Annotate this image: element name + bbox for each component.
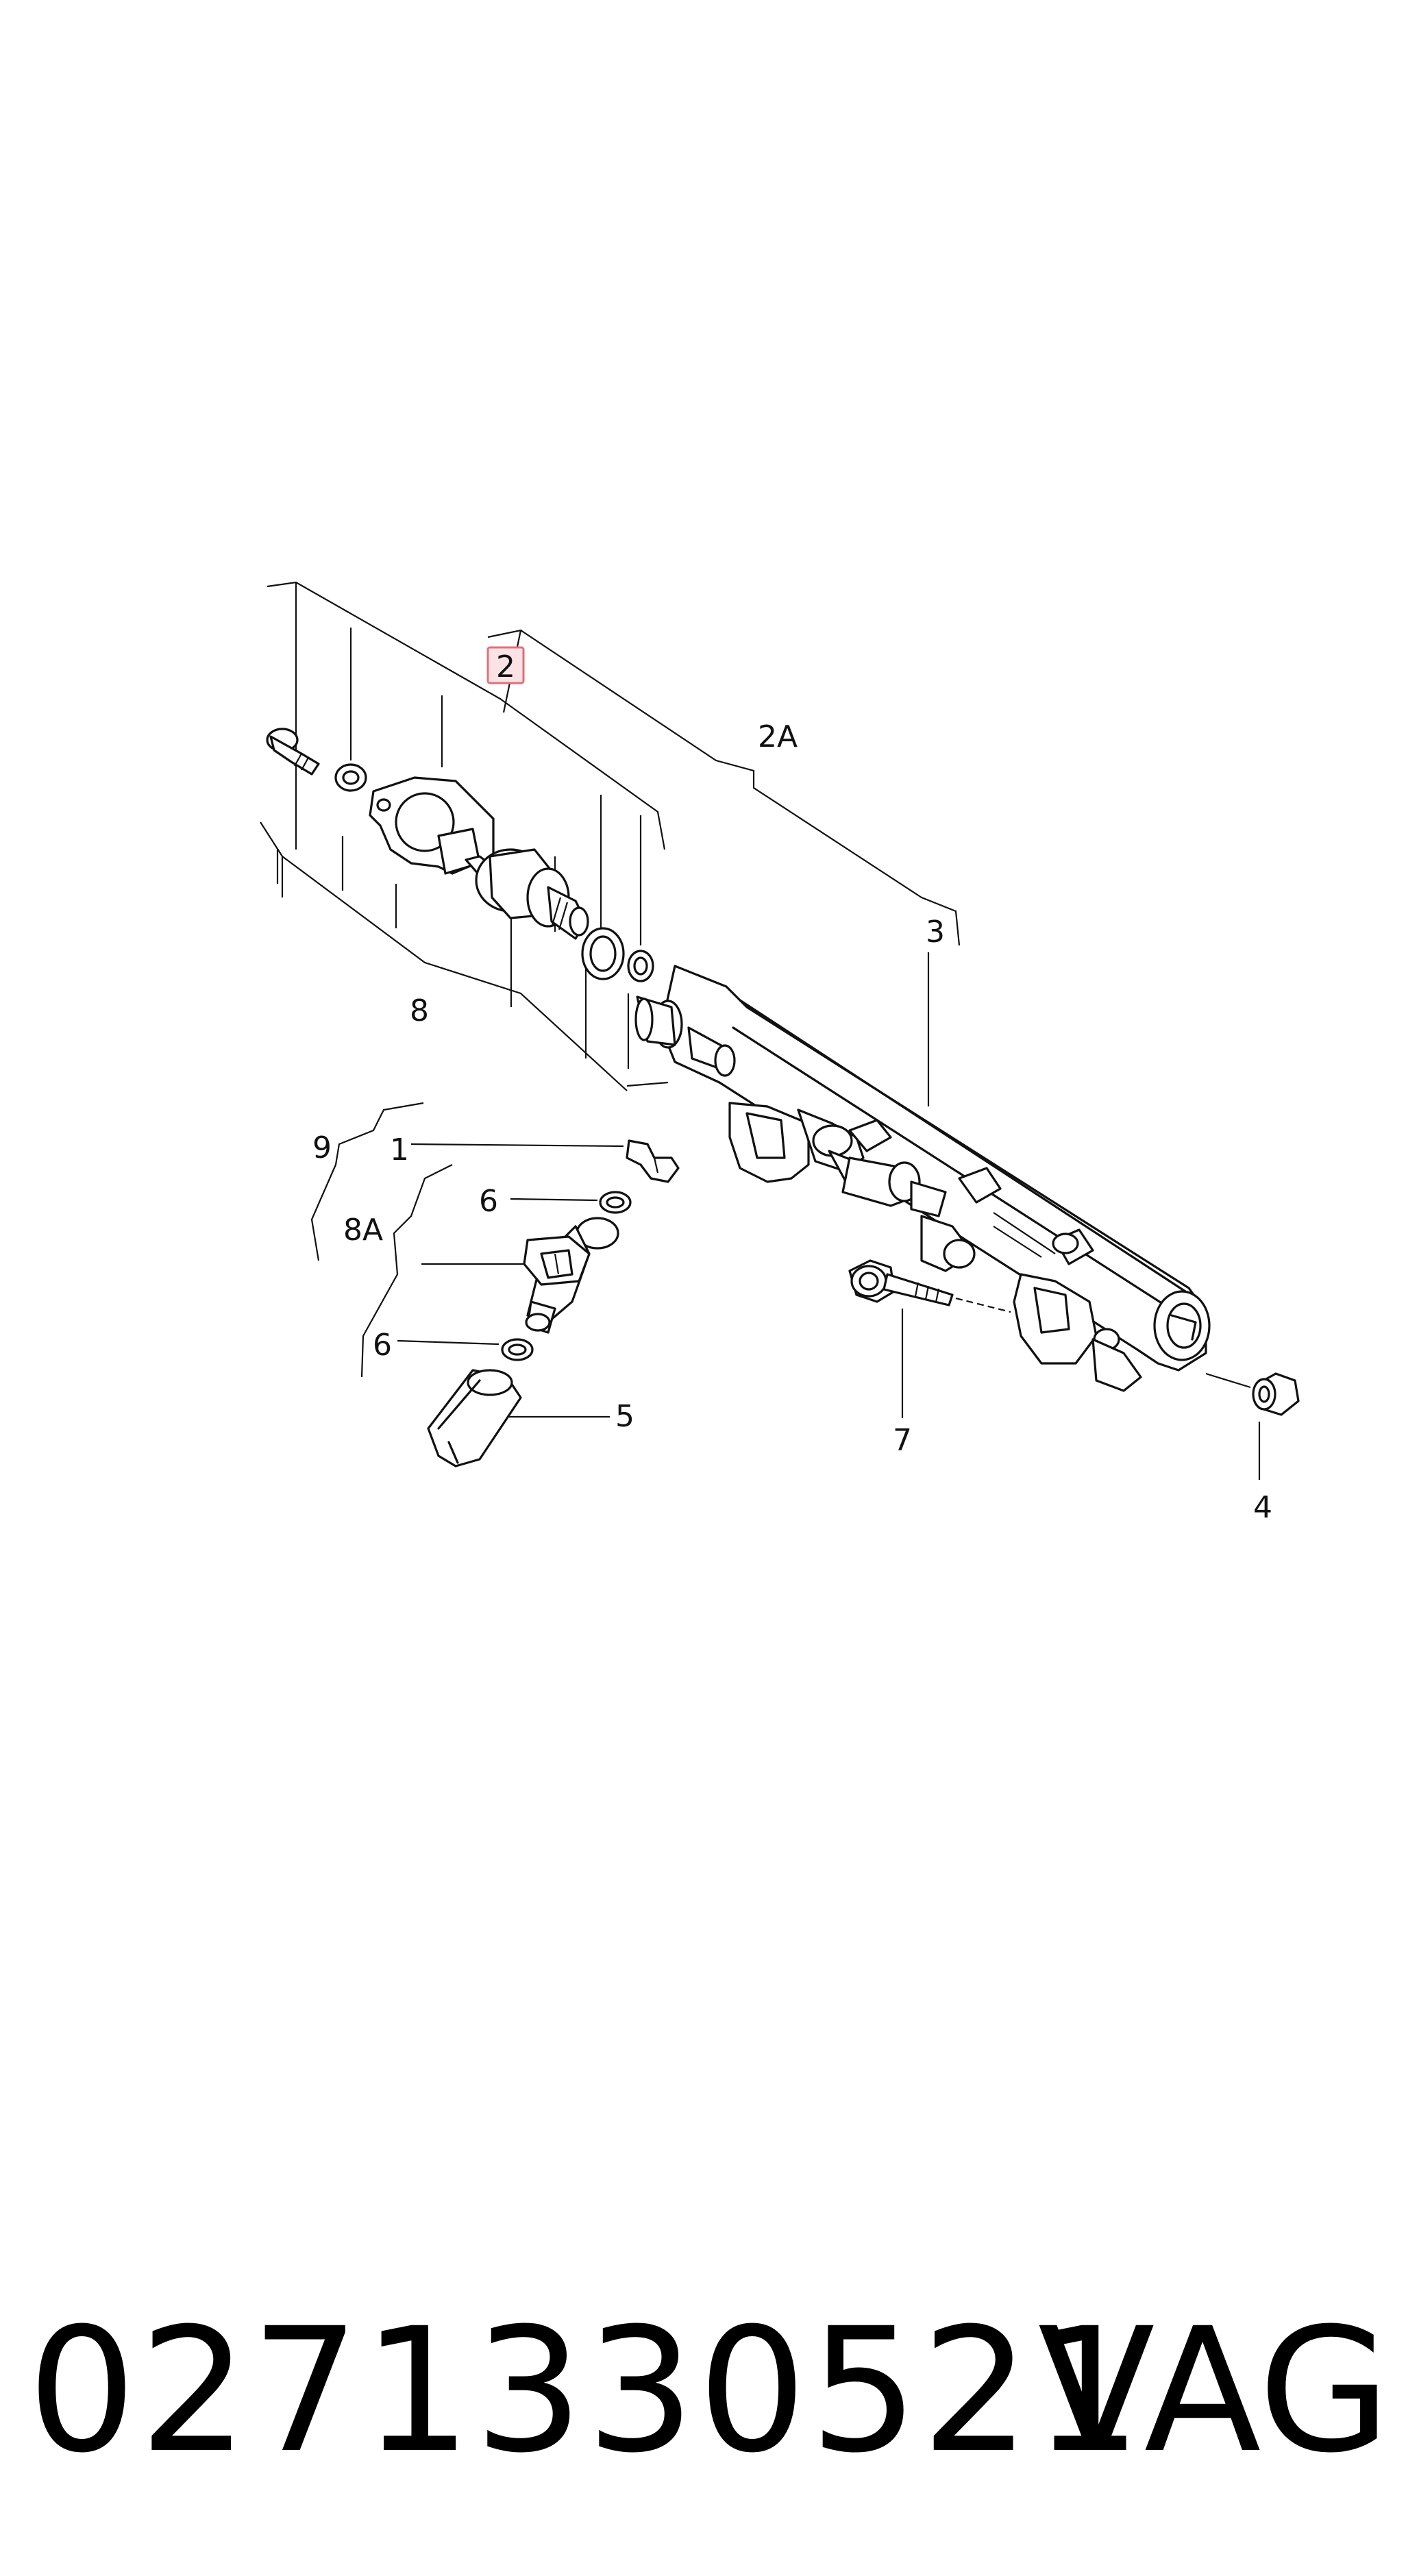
fuel-injector-part [523, 1217, 619, 1334]
callout-2-highlight [486, 646, 525, 684]
bolt-part [266, 728, 320, 776]
callout-3: 3 [926, 915, 945, 950]
large-o-ring-part [581, 927, 625, 980]
footer: 0271330521 VAG [27, 2288, 1391, 2494]
callout-8: 8 [410, 993, 429, 1028]
callout-4: 4 [1253, 1490, 1272, 1525]
fuel-rail-part [634, 965, 1211, 1392]
callout-6-upper: 6 [479, 1184, 498, 1219]
small-o-ring-part [334, 763, 367, 792]
callout-2: 2 [496, 649, 515, 684]
insulating-sleeve-part [427, 1369, 522, 1467]
spacer-sleeve-part [1205, 1372, 1300, 1416]
upper-o-ring-part [599, 1191, 632, 1214]
seal-ring-part [627, 950, 654, 982]
part-number: 0271330521 [27, 2291, 1145, 2490]
mounting-bolt-part [848, 1259, 1011, 1313]
callout-2a: 2A [758, 719, 798, 754]
pressure-regulator-part [465, 848, 589, 940]
callout-7: 7 [893, 1423, 912, 1458]
callout-5: 5 [615, 1399, 634, 1434]
assembly-bracket-lines [260, 581, 961, 1106]
bracket-plate-part [369, 776, 495, 875]
callout-8a: 8A [343, 1213, 383, 1248]
retaining-clip-part [626, 1139, 680, 1183]
brand-name: VAG [1037, 2291, 1391, 2490]
callout-6-lower: 6 [373, 1328, 392, 1363]
lower-o-ring-part [501, 1338, 534, 1361]
callout-labels: 2 2A 3 8 9 1 6 8A 6 5 7 4 [312, 649, 1272, 1525]
callout-1: 1 [390, 1132, 409, 1167]
callout-9: 9 [312, 1130, 332, 1165]
lower-bracket-lines [310, 1102, 1261, 1480]
